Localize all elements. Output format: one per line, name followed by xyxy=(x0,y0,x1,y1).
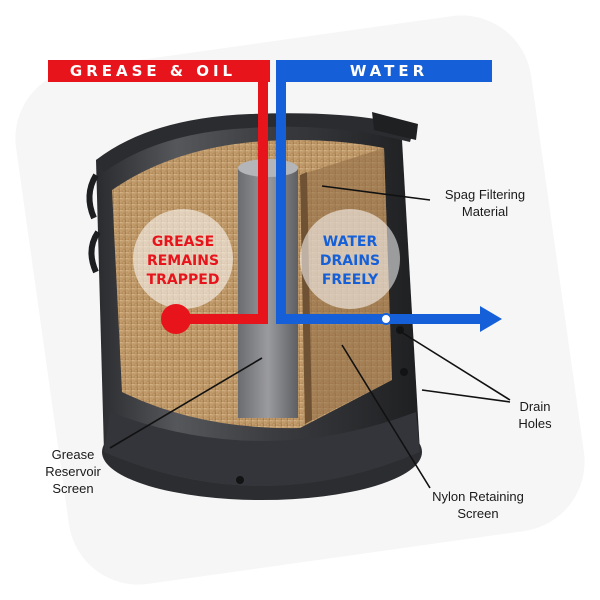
leader-line-drain xyxy=(397,329,511,401)
callout-line: Holes xyxy=(518,416,552,431)
grease-flow-bar xyxy=(48,60,270,82)
grease-reservoir-screen-callout: Grease Reservoir Screen xyxy=(28,446,118,497)
badge-line: GREASE xyxy=(151,234,215,250)
nylon-retaining-screen-callout: Nylon Retaining Screen xyxy=(408,488,548,522)
housing-base-band xyxy=(104,412,420,486)
leader-line-spag xyxy=(321,185,431,201)
callout-line: Spag Filtering xyxy=(444,187,526,202)
water-flow-bar xyxy=(276,60,492,82)
drain-hole xyxy=(236,476,244,484)
grease-remains-trapped-badge: GREASE REMAINS TRAPPED xyxy=(133,233,233,290)
leader-line-drain xyxy=(421,389,511,403)
water-label: WATER xyxy=(349,62,429,80)
housing-rib xyxy=(88,230,101,274)
lid-lip xyxy=(372,112,418,140)
water-flow-arrowhead xyxy=(480,306,502,332)
callout-line: Material xyxy=(461,204,509,219)
callout-line: Screen xyxy=(52,481,94,496)
badge-line: FREELY xyxy=(321,272,379,288)
callout-line: Nylon Retaining xyxy=(432,489,524,504)
drain-hole xyxy=(400,368,408,376)
grease-badge-circle xyxy=(133,209,233,309)
grease-trap-dot xyxy=(161,304,191,334)
housing-rim xyxy=(96,113,414,172)
badge-line: WATER xyxy=(322,234,378,250)
leader-line-grease-screen xyxy=(109,357,263,449)
badge-line: DRAINS xyxy=(319,253,381,269)
nylon-retaining-screen xyxy=(300,172,312,424)
callout-line: Screen xyxy=(457,506,499,521)
water-flow-pipe xyxy=(276,314,482,324)
water-outlet-ring xyxy=(380,313,392,325)
water-badge-circle xyxy=(300,209,400,309)
water-flow-pipe xyxy=(276,70,286,324)
callout-line: Grease xyxy=(51,447,95,462)
water-drains-freely-badge: WATER DRAINS FREELY xyxy=(300,233,400,290)
callout-line: Drain xyxy=(519,399,551,414)
housing-rib xyxy=(86,173,99,220)
grease-oil-label: GREASE & OIL xyxy=(69,62,237,80)
leader-line-nylon xyxy=(341,344,431,489)
grease-flow-pipe xyxy=(258,70,268,324)
callout-line: Reservoir xyxy=(45,464,101,479)
spag-filtering-material-callout: Spag Filtering Material xyxy=(420,186,550,220)
badge-line: REMAINS xyxy=(146,253,220,269)
drain-holes-callout: Drain Holes xyxy=(500,398,570,432)
grease-flow-pipe xyxy=(176,314,268,324)
badge-line: TRAPPED xyxy=(146,272,220,288)
